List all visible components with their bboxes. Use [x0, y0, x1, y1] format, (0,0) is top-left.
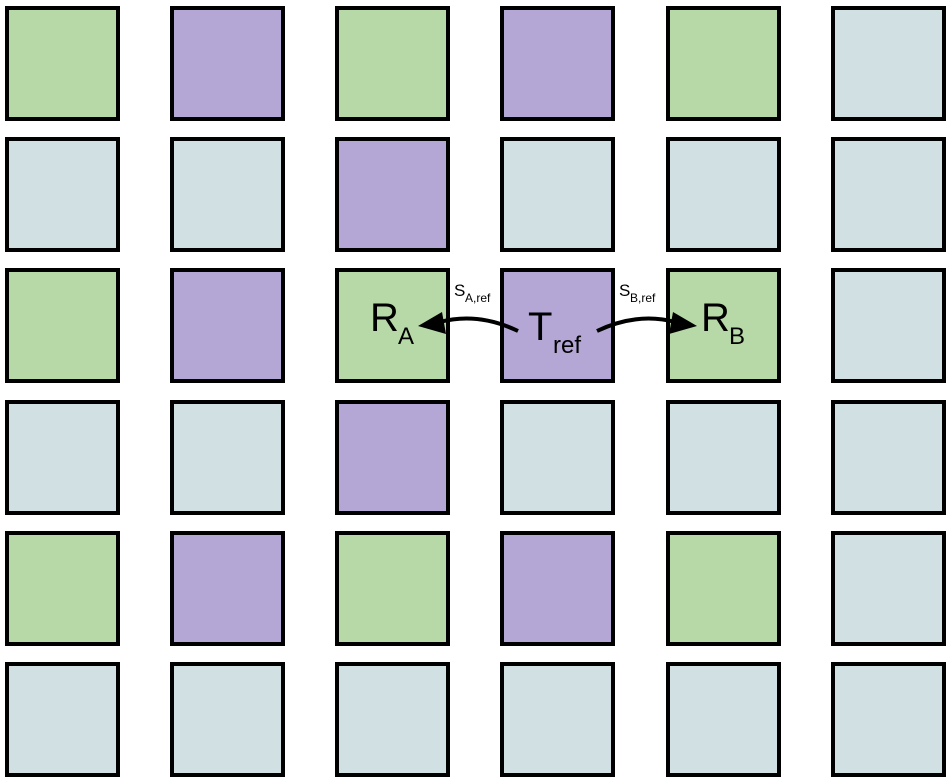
- grid-cell-r5-c2: [170, 531, 285, 646]
- grid-cell-r4-c3: [335, 400, 450, 515]
- grid-cell-r5-c5: [666, 531, 781, 646]
- grid-cell-r1-c3: [335, 6, 450, 121]
- grid-cell-r5-c6: [831, 531, 946, 646]
- grid-cell-r6-c3: [335, 662, 450, 777]
- grid-cell-r5-c1: [5, 531, 120, 646]
- grid-cell-r4-c4: [500, 400, 615, 515]
- grid-cell-r5-c4: [500, 531, 615, 646]
- grid-cell-r1-c5: [666, 6, 781, 121]
- grid-cell-r3-c2: [170, 268, 285, 383]
- grid-cell-r2-c5: [666, 137, 781, 252]
- grid-cells: [5, 6, 946, 777]
- grid-cell-r2-c1: [5, 137, 120, 252]
- grid-cell-r4-c5: [666, 400, 781, 515]
- grid-cell-r1-c6: [831, 6, 946, 121]
- grid-cell-r5-c3: [335, 531, 450, 646]
- arrow-to-ra: [418, 312, 519, 334]
- ref-a-label: RA: [370, 296, 414, 350]
- grid-cell-r6-c4: [500, 662, 615, 777]
- grid-cell-r3-c6: [831, 268, 946, 383]
- grid-cell-r2-c6: [831, 137, 946, 252]
- grid-cell-r1-c1: [5, 6, 120, 121]
- ref-b-label: RB: [701, 296, 745, 350]
- grid-cell-r4-c6: [831, 400, 946, 515]
- grid-cell-r6-c2: [170, 662, 285, 777]
- target-label: Tref: [528, 305, 581, 359]
- grid-cell-r3-c1: [5, 268, 120, 383]
- grid-cell-r2-c2: [170, 137, 285, 252]
- grid-cell-r6-c6: [831, 662, 946, 777]
- grid-cell-r4-c2: [170, 400, 285, 515]
- arrow-to-rb: [596, 312, 697, 334]
- grid-cell-r3-c4: [500, 268, 615, 383]
- shift-b-label: SB,ref: [619, 281, 656, 305]
- grid-cell-r6-c5: [666, 662, 781, 777]
- grid-cell-r4-c1: [5, 400, 120, 515]
- grid-cell-r2-c4: [500, 137, 615, 252]
- grid-cell-r2-c3: [335, 137, 450, 252]
- grid-cell-r6-c1: [5, 662, 120, 777]
- shift-a-label: SA,ref: [454, 281, 491, 305]
- grid-cell-r1-c4: [500, 6, 615, 121]
- grid-cell-r1-c2: [170, 6, 285, 121]
